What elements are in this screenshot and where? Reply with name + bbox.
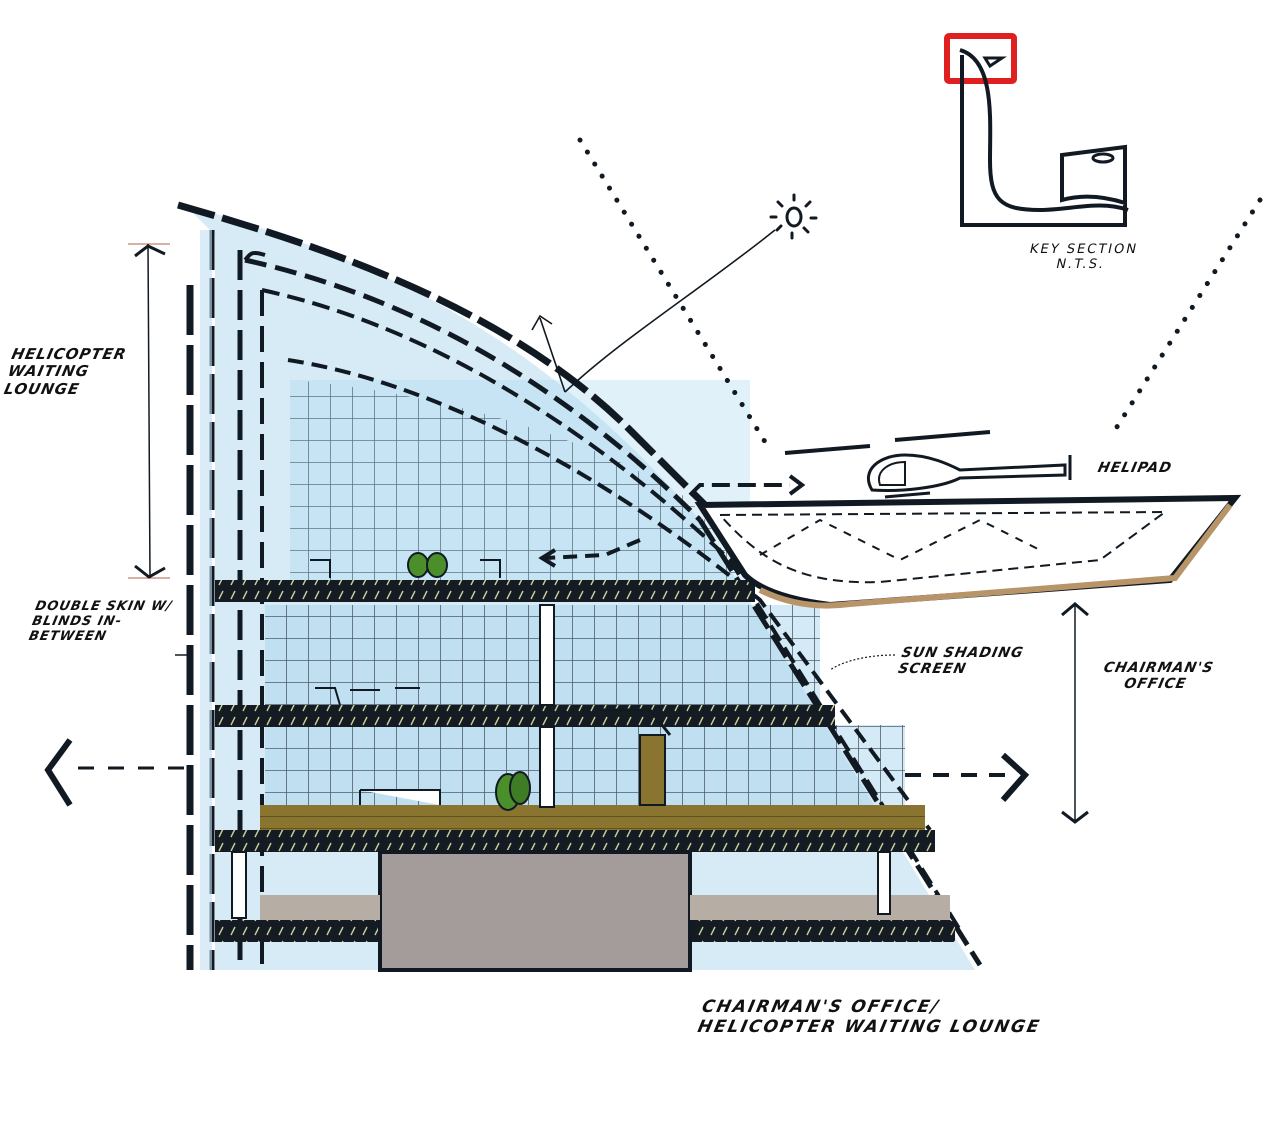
label-chairmans-office: CHAIRMAN'S OFFICE — [1102, 660, 1216, 693]
label-double-skin: DOUBLE SKIN W/ BLINDS IN-BETWEEN — [27, 599, 174, 644]
floor-slab-1 — [215, 830, 935, 852]
arrow-right — [905, 752, 1030, 802]
helicopter-icon — [784, 430, 1072, 499]
dimension-line-office — [1061, 602, 1089, 824]
arrow-to-helipad — [688, 474, 806, 497]
red-highlight-box — [944, 33, 1017, 84]
arrow-into-lounge — [538, 538, 641, 568]
dimension-line-lounge — [128, 243, 170, 579]
label-helicopter-waiting-lounge: HELICOPTER WAITING LOUNGE — [2, 345, 129, 398]
caption-line-2: HELICOPTER WAITING LOUNGE — [695, 1016, 1043, 1037]
arrow-left — [44, 738, 185, 807]
building-section — [177, 201, 983, 972]
floor-slab-2 — [215, 705, 835, 727]
key-section-scale: N.T.S. — [1054, 256, 1107, 272]
diagram-caption: CHAIRMAN'S OFFICE/ HELICOPTER WAITING LO… — [695, 997, 1104, 1037]
building-core — [380, 852, 690, 970]
floor-slab-3 — [215, 580, 755, 602]
leader-sunshading — [829, 654, 896, 671]
sun-icon — [531, 193, 818, 393]
helipad — [694, 494, 1242, 609]
label-helipad: HELIPAD — [1096, 460, 1174, 476]
label-sunshading-screen: SUN SHADING SCREEN — [896, 645, 1026, 678]
key-section-title: KEY SECTION — [1028, 242, 1140, 257]
tree-icon — [407, 552, 531, 811]
label-key-section: KEY SECTION N.T.S. — [1009, 242, 1155, 273]
office-floor — [260, 805, 925, 831]
key-section-diagram — [944, 33, 1129, 227]
dotted-sightlines — [577, 137, 1263, 453]
caption-line-1: CHAIRMAN'S OFFICE/ — [700, 997, 942, 1017]
